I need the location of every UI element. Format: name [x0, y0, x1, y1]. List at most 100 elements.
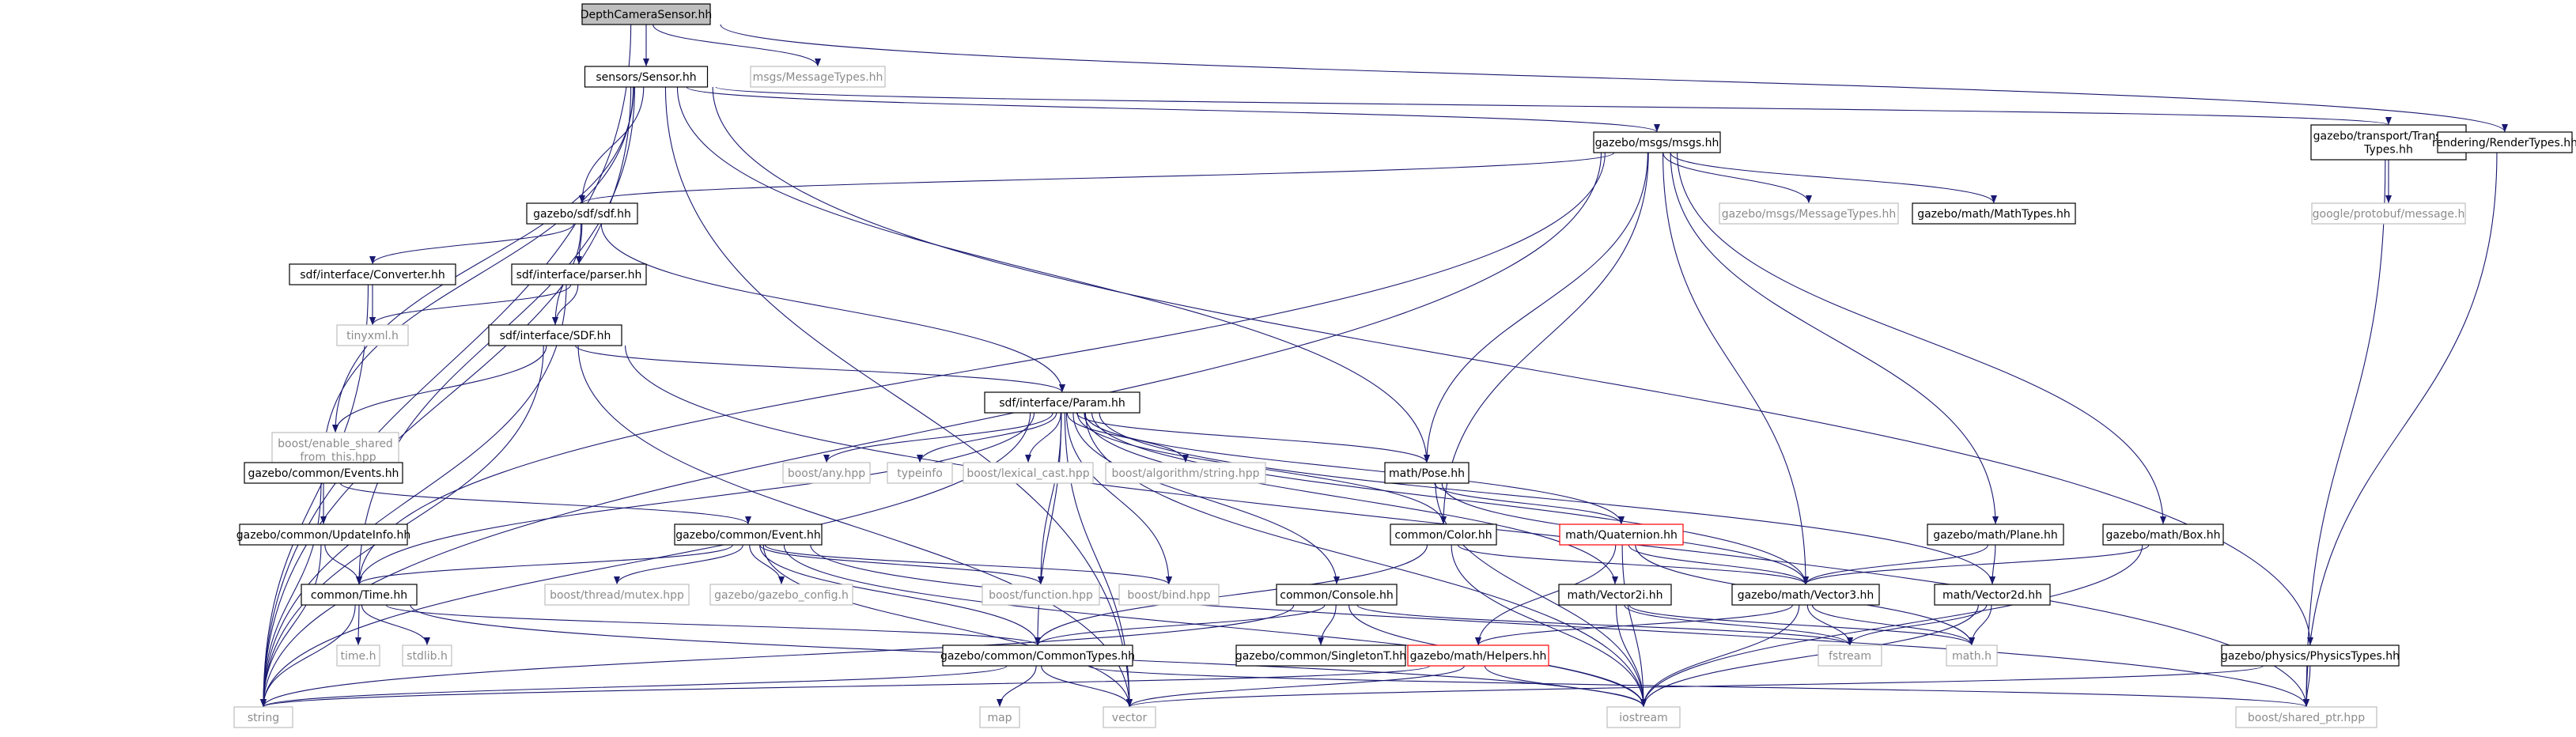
node-msgtypes1[interactable]: msgs/MessageTypes.hh — [750, 66, 886, 88]
node-tinyxml[interactable]: tinyxml.h — [336, 324, 409, 346]
node-physics[interactable]: gazebo/physics/PhysicsTypes.hh — [2221, 644, 2400, 667]
node-label: google/protobuf/message.h — [2313, 208, 2465, 221]
node-box[interactable]: gazebo/math/Box.hh — [2102, 523, 2224, 546]
node-typeinfo[interactable]: typeinfo — [887, 462, 953, 484]
node-box — [336, 324, 409, 346]
edge-helpers-to-vector — [1126, 665, 1465, 708]
node-parser[interactable]: sdf/interface/parser.hh — [511, 263, 647, 285]
node-singleton[interactable]: gazebo/common/SingletonT.hh — [1235, 644, 1406, 667]
node-label: gazebo/gazebo_config.h — [714, 589, 849, 602]
node-sharedptr[interactable]: boost/shared_ptr.hpp — [2235, 706, 2377, 728]
edge-event-to-time — [356, 544, 733, 585]
node-anyhpp[interactable]: boost/any.hpp — [782, 462, 871, 484]
edge-color-to-iostream — [1451, 544, 1647, 708]
node-box — [1927, 523, 2064, 546]
edge-event-to-vector — [762, 544, 1133, 708]
node-label: gazebo/math/Plane.hh — [1933, 529, 2058, 542]
node-enableshared[interactable]: boost/enable_shared_from_this.hpp — [271, 432, 399, 468]
node-label: Types.hh — [2363, 144, 2413, 157]
node-updateinfo[interactable]: gazebo/common/UpdateInfo.hh — [236, 523, 410, 546]
node-box — [1818, 644, 1882, 667]
node-vector3[interactable]: gazebo/math/Vector3.hh — [1731, 584, 1880, 606]
node-pose[interactable]: math/Pose.hh — [1384, 462, 1470, 484]
node-vector2d[interactable]: math/Vector2d.hh — [1934, 584, 2051, 606]
node-events[interactable]: gazebo/common/Events.hh — [244, 462, 403, 484]
node-sdfhh[interactable]: sdf/interface/SDF.hh — [488, 324, 622, 346]
node-commontypes[interactable]: gazebo/common/CommonTypes.hh — [940, 644, 1135, 667]
node-label: msgs/MessageTypes.hh — [753, 71, 883, 84]
node-vector[interactable]: vector — [1103, 706, 1156, 728]
node-helpers[interactable]: gazebo/math/Helpers.hh — [1407, 644, 1549, 667]
edge-console-to-fstream — [1356, 604, 1853, 646]
node-sensor[interactable]: sensors/Sensor.hh — [584, 66, 709, 88]
node-mathtypes[interactable]: gazebo/math/MathTypes.hh — [1912, 202, 2076, 225]
node-mathh[interactable]: math.h — [1946, 644, 1998, 667]
edge-param-to-lexical — [1025, 412, 1061, 463]
node-string[interactable]: string — [233, 706, 293, 728]
node-quat[interactable]: math/Quaternion.hh — [1559, 523, 1684, 546]
edge-event-to-sharedptr — [810, 544, 2309, 708]
edge-physics-to-sharedptr — [2303, 665, 2311, 708]
edge-physics-to-vector — [1126, 665, 2264, 708]
node-timeh[interactable]: time.h — [336, 644, 380, 667]
edge-sensor-to-transport — [715, 86, 2392, 126]
edge-plane-to-vector3 — [1802, 544, 1988, 585]
node-msgs[interactable]: gazebo/msgs/msgs.hh — [1593, 131, 1721, 153]
node-depthcam[interactable]: DepthCameraSensor.hh — [581, 3, 712, 25]
node-vector2i[interactable]: math/Vector2i.hh — [1558, 584, 1672, 606]
node-box — [709, 584, 853, 606]
node-box — [233, 706, 293, 728]
node-box — [1118, 584, 1220, 606]
node-box — [1407, 644, 1549, 667]
edge-sdf-to-parser — [576, 223, 583, 265]
edge-vector2d-to-iostream — [1640, 604, 1979, 708]
node-fstream[interactable]: fstream — [1818, 644, 1882, 667]
node-label: gazebo/math/Vector3.hh — [1738, 589, 1874, 602]
edge-msgs-to-time — [356, 152, 1606, 585]
node-render[interactable]: rendering/RenderTypes.hh — [2432, 131, 2576, 153]
edge-param-to-time — [356, 412, 1035, 585]
node-plane[interactable]: gazebo/math/Plane.hh — [1927, 523, 2064, 546]
node-console[interactable]: common/Console.hh — [1276, 584, 1398, 606]
node-lexical[interactable]: boost/lexical_cast.hpp — [963, 462, 1094, 484]
node-label: DepthCameraSensor.hh — [581, 9, 712, 21]
node-stdlib[interactable]: stdlib.h — [402, 644, 452, 667]
edge-converter-to-string — [260, 284, 369, 708]
node-msgtypes2[interactable]: gazebo/msgs/MessageTypes.hh — [1719, 202, 1899, 225]
node-protobuf[interactable]: google/protobuf/message.h — [2311, 202, 2466, 225]
node-sdf[interactable]: gazebo/sdf/sdf.hh — [526, 202, 638, 225]
node-color[interactable]: common/Color.hh — [1390, 523, 1497, 546]
node-gzconfig[interactable]: gazebo/gazebo_config.h — [709, 584, 853, 606]
node-label: gazebo/common/CommonTypes.hh — [940, 650, 1135, 663]
edge-sdfhh-to-enableshared — [332, 345, 547, 433]
node-map[interactable]: map — [979, 706, 1020, 728]
edge-msgs-to-plane — [1670, 152, 1999, 525]
node-algstring[interactable]: boost/algorithm/string.hpp — [1105, 462, 1266, 484]
node-event[interactable]: gazebo/common/Event.hh — [674, 523, 823, 546]
node-time[interactable]: common/Time.hh — [301, 584, 418, 606]
edge-param-to-console — [1072, 412, 1340, 585]
node-box — [963, 462, 1094, 484]
edge-event-to-mutex — [614, 544, 743, 585]
node-bind[interactable]: boost/bind.hpp — [1118, 584, 1220, 606]
node-mutex[interactable]: boost/thread/mutex.hpp — [544, 584, 690, 606]
edge-vector3-to-iostream — [1640, 604, 1800, 708]
node-label: gazebo/common/Events.hh — [248, 467, 399, 480]
node-label: boost/function.hpp — [989, 589, 1093, 602]
edge-sensor-to-sdf — [579, 86, 645, 204]
node-converter[interactable]: sdf/interface/Converter.hh — [289, 263, 456, 285]
edge-time-to-commontypes — [385, 604, 1041, 646]
node-box — [1276, 584, 1398, 606]
node-box — [402, 644, 452, 667]
edge-console-to-commontypes — [1035, 604, 1326, 646]
node-function[interactable]: boost/function.hpp — [982, 584, 1100, 606]
node-iostream[interactable]: iostream — [1606, 706, 1681, 728]
node-label: boost/shared_ptr.hpp — [2248, 712, 2365, 724]
node-box — [979, 706, 1020, 728]
node-box — [1934, 584, 2051, 606]
node-box — [1105, 462, 1266, 484]
edge-depthcam-to-render — [720, 24, 2508, 133]
node-box — [584, 66, 709, 88]
node-param[interactable]: sdf/interface/Param.hh — [984, 391, 1140, 414]
